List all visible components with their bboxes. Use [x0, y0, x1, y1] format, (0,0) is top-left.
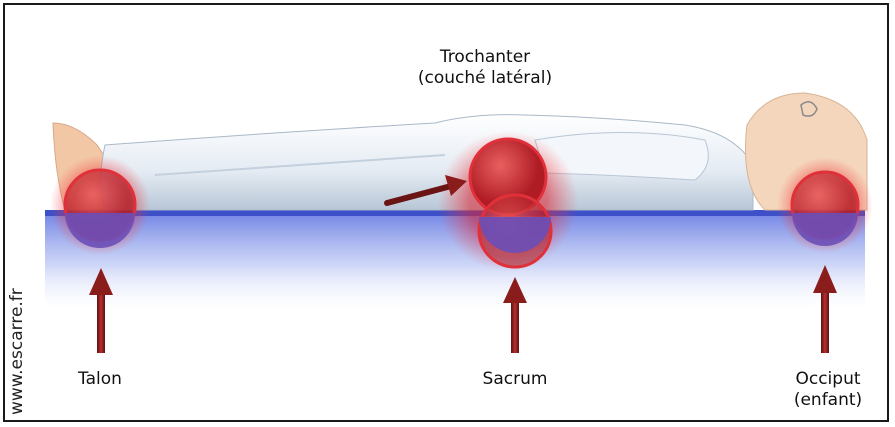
trochanter-label-line1: Trochanter [385, 47, 585, 68]
talon-label-text: Talon [60, 369, 140, 390]
occiput-label: Occiput (enfant) [773, 369, 883, 411]
talon-label: Talon [60, 369, 140, 390]
sacrum-label-text: Sacrum [460, 369, 570, 390]
diagram-frame: Trochanter (couché latéral) Talon Sacrum… [3, 3, 889, 422]
occiput-label-line1: Occiput [773, 369, 883, 390]
trochanter-label: Trochanter (couché latéral) [385, 47, 585, 89]
watermark: www.escarre.fr [7, 245, 27, 415]
trochanter-label-line2: (couché latéral) [385, 68, 585, 89]
occiput-label-line2: (enfant) [773, 390, 883, 411]
sacrum-label: Sacrum [460, 369, 570, 390]
